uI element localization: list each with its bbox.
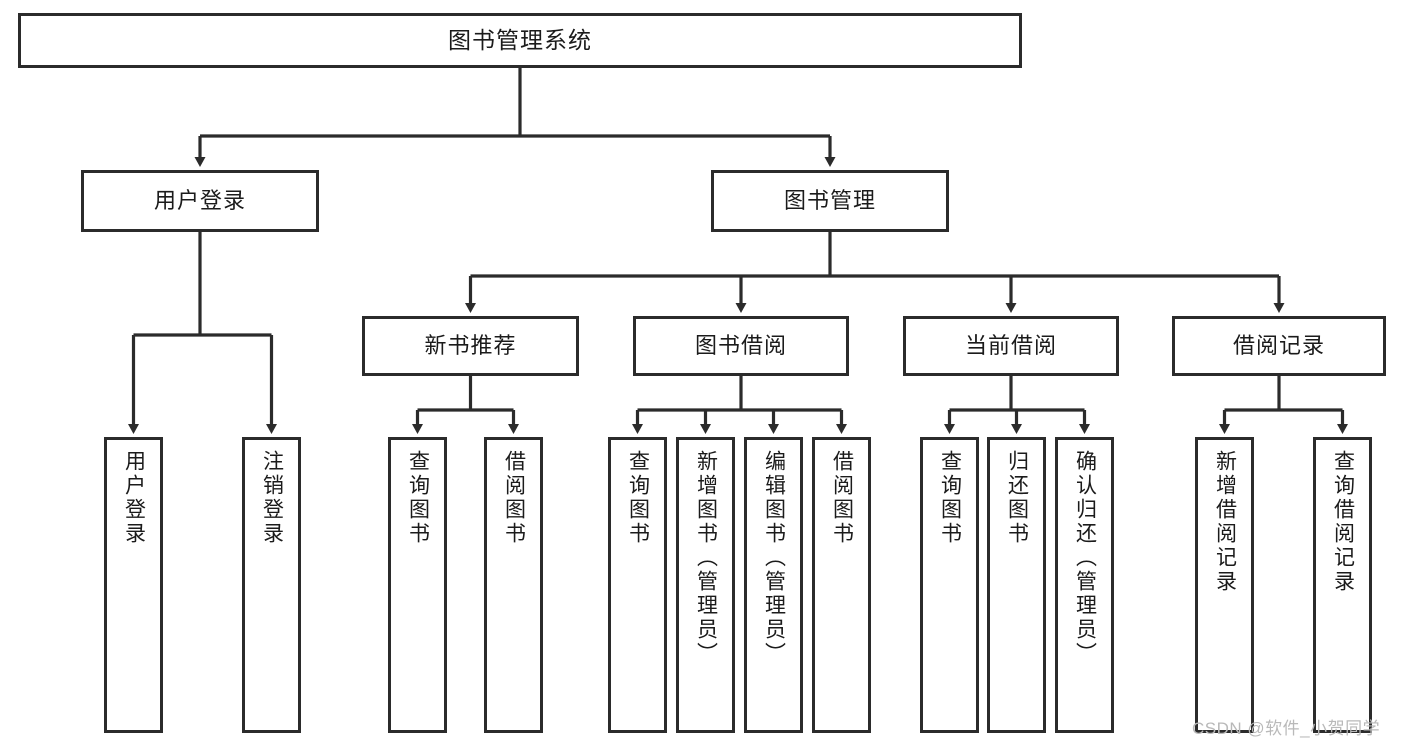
- node-leaf-borrow-book-1-label: 借阅图书: [502, 450, 526, 546]
- node-leaf-query-book-3-label: 查询图书: [938, 450, 962, 546]
- node-current-borrow-label: 当前借阅: [964, 332, 1057, 358]
- node-leaf-confirm-return[interactable]: 确认归还（管理员）: [1055, 437, 1114, 733]
- node-leaf-user-logout-label: 注销登录: [260, 450, 284, 546]
- node-leaf-query-book-1-label: 查询图书: [406, 450, 430, 546]
- node-book-manage[interactable]: 图书管理: [711, 170, 949, 232]
- node-user-login-label: 用户登录: [153, 187, 246, 213]
- node-leaf-edit-book-label: 编辑图书（管理员）: [762, 450, 786, 666]
- node-new-book-recommend[interactable]: 新书推荐: [362, 316, 579, 376]
- node-leaf-user-login[interactable]: 用户登录: [104, 437, 163, 733]
- node-root-label: 图书管理系统: [448, 26, 592, 53]
- node-leaf-query-book-2-label: 查询图书: [626, 450, 650, 546]
- node-borrow-record-label: 借阅记录: [1232, 332, 1325, 358]
- node-leaf-add-record[interactable]: 新增借阅记录: [1195, 437, 1254, 733]
- node-leaf-query-record-label: 查询借阅记录: [1331, 450, 1355, 594]
- node-new-book-recommend-label: 新书推荐: [424, 332, 517, 358]
- node-leaf-return-book[interactable]: 归还图书: [987, 437, 1046, 733]
- node-leaf-query-book-1[interactable]: 查询图书: [388, 437, 447, 733]
- node-leaf-return-book-label: 归还图书: [1005, 450, 1029, 546]
- node-leaf-confirm-return-label: 确认归还（管理员）: [1073, 450, 1097, 666]
- node-user-login[interactable]: 用户登录: [81, 170, 319, 232]
- node-leaf-user-login-label: 用户登录: [122, 450, 146, 546]
- node-book-manage-label: 图书管理: [783, 187, 876, 213]
- node-borrow-record[interactable]: 借阅记录: [1172, 316, 1386, 376]
- node-leaf-add-book[interactable]: 新增图书（管理员）: [676, 437, 735, 733]
- node-leaf-query-book-2[interactable]: 查询图书: [608, 437, 667, 733]
- node-leaf-borrow-book-2-label: 借阅图书: [830, 450, 854, 546]
- node-book-borrow[interactable]: 图书借阅: [633, 316, 849, 376]
- node-leaf-user-logout[interactable]: 注销登录: [242, 437, 301, 733]
- node-leaf-query-book-3[interactable]: 查询图书: [920, 437, 979, 733]
- node-current-borrow[interactable]: 当前借阅: [903, 316, 1119, 376]
- csdn-watermark: CSDN @软件_小贺同学: [1192, 719, 1381, 738]
- node-root[interactable]: 图书管理系统: [18, 13, 1022, 68]
- node-book-borrow-label: 图书借阅: [694, 332, 787, 358]
- node-leaf-borrow-book-2[interactable]: 借阅图书: [812, 437, 871, 733]
- node-leaf-borrow-book-1[interactable]: 借阅图书: [484, 437, 543, 733]
- node-leaf-add-book-label: 新增图书（管理员）: [694, 450, 718, 666]
- node-leaf-edit-book[interactable]: 编辑图书（管理员）: [744, 437, 803, 733]
- node-leaf-query-record[interactable]: 查询借阅记录: [1313, 437, 1372, 733]
- node-leaf-add-record-label: 新增借阅记录: [1213, 450, 1237, 594]
